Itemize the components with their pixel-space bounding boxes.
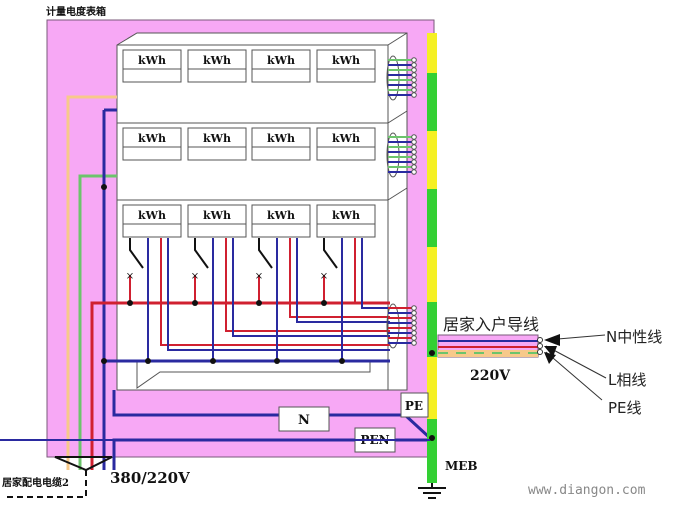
meter: kWh (251, 204, 311, 238)
svg-text:×: × (320, 271, 328, 282)
legend-phase: L相线 (608, 371, 646, 389)
meter: kWh (187, 204, 247, 238)
breaker-switch (194, 238, 209, 269)
meter-label: kWh (138, 132, 166, 145)
terminal-bundle (386, 132, 417, 178)
meter: kWh (316, 49, 376, 83)
earth-bus-bar (427, 33, 437, 483)
supply-connector (54, 456, 113, 472)
svg-text:×: × (255, 271, 263, 282)
incoming-label: 居家入户导线 (443, 315, 539, 334)
terminal-bundle (386, 303, 417, 349)
meter-label: kWh (203, 209, 231, 222)
svg-text:×: × (191, 271, 199, 282)
supply-cable-line (3, 470, 87, 498)
supply-cable-label: 居家配电电缆2 (2, 476, 69, 489)
meter-label: kWh (267, 54, 295, 67)
pe-box (400, 392, 429, 418)
meter-label: kWh (267, 209, 295, 222)
meter: kWh (122, 204, 182, 238)
meter: kWh (316, 204, 376, 238)
watermark: www.diangon.com (528, 483, 646, 498)
meter-label: kWh (332, 209, 360, 222)
meter-label: kWh (203, 132, 231, 145)
meter-label: kWh (332, 54, 360, 67)
incoming-voltage: 220V (470, 368, 511, 384)
ground-icon (418, 483, 446, 499)
legend-pe: PE线 (608, 399, 642, 417)
n-box (278, 406, 330, 432)
breaker-switch (258, 238, 273, 269)
enclosure-title: 计量电度表箱 (46, 5, 106, 18)
supply-voltage-label: 380/220V (110, 469, 190, 487)
pe-box-label: PE (405, 399, 423, 413)
legend-neutral: N中性线 (606, 328, 662, 346)
breaker-switch (129, 238, 144, 269)
meter-label: kWh (332, 132, 360, 145)
meter: kWh (251, 49, 311, 83)
meter-label: kWh (138, 54, 166, 67)
meter: kWh (122, 49, 182, 83)
breaker-switch (323, 238, 338, 269)
neutral-bus-wire (112, 390, 432, 440)
meter: kWh (122, 127, 182, 161)
terminal-bundle (386, 55, 417, 101)
meter-label: kWh (267, 132, 295, 145)
meter: kWh (251, 127, 311, 161)
meb-label: MEB (445, 459, 478, 473)
meter-label: kWh (138, 209, 166, 222)
feed-neutral-wire (102, 108, 117, 470)
meter: kWh (187, 49, 247, 83)
meter: kWh (187, 127, 247, 161)
svg-text:×: × (126, 271, 134, 282)
feed-phase2-wire (66, 95, 117, 470)
meter: kWh (316, 127, 376, 161)
meter-label: kWh (203, 54, 231, 67)
n-box-label: N (298, 413, 310, 428)
